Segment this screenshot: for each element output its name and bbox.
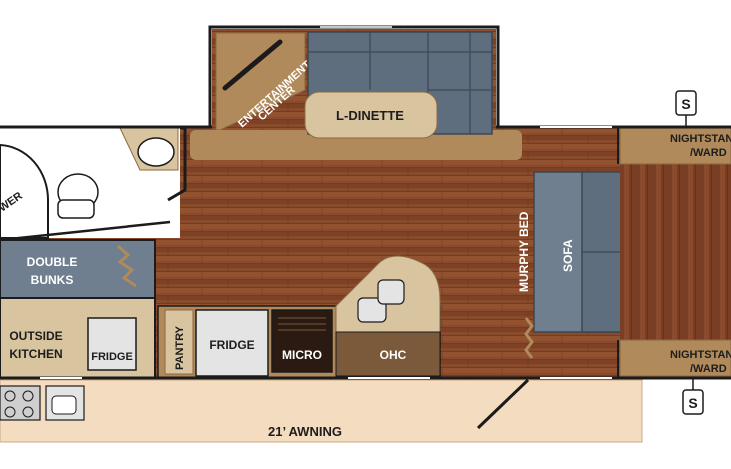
outside-fridge (87, 317, 137, 371)
bedroom-floor (620, 128, 731, 378)
cooktop-micro (271, 309, 333, 373)
micro-label: MICRO (282, 348, 322, 362)
outside-fridge-label: FRIDGE (91, 351, 133, 363)
pantry-label: PANTRY (174, 325, 186, 370)
bunks-label: BUNKS (31, 273, 74, 287)
bath-sink (137, 137, 175, 167)
dinette-table (304, 91, 438, 139)
kitchen-sink-right (377, 279, 405, 305)
nightstand-top-label-1: NIGHTSTAN (670, 133, 731, 145)
fridge (195, 309, 269, 377)
sofa-label: SOFA (561, 239, 575, 272)
awning (0, 379, 643, 443)
nightstand-bottom (619, 339, 731, 377)
pantry (164, 309, 194, 375)
kitchen-sink-left (357, 297, 387, 323)
entry-door (476, 378, 530, 430)
nightstand-bottom-label-2: /WARD (690, 363, 727, 375)
fridge-label: FRIDGE (209, 338, 254, 352)
speaker-icon-top (675, 90, 697, 116)
tv (222, 39, 283, 91)
kitchen-label: KITCHEN (9, 347, 62, 361)
murphy-bed-hinge (524, 317, 534, 359)
nightstand-top (619, 127, 731, 165)
double-label: DOUBLE (27, 255, 78, 269)
dinette-counter (190, 130, 522, 160)
nightstand-bottom-label-1: NIGHTSTAN (670, 349, 731, 361)
speaker-top-label: S (681, 96, 690, 112)
entertainment-center (215, 32, 306, 131)
awning-label: 21’ AWNING (268, 424, 342, 439)
nightstand-top-label-2: /WARD (690, 147, 727, 159)
ohc-cabinet (335, 331, 441, 377)
murphy-bed-label: MURPHY BED (517, 211, 531, 292)
shower (0, 143, 50, 239)
ohc-label: OHC (380, 348, 407, 362)
speaker-icon-bottom (682, 389, 704, 415)
bunk-ladder (116, 244, 137, 288)
l-dinette-label: L-DINETTE (336, 108, 404, 123)
speaker-bottom-label: S (688, 395, 697, 411)
outside-label: OUTSIDE (9, 329, 62, 343)
